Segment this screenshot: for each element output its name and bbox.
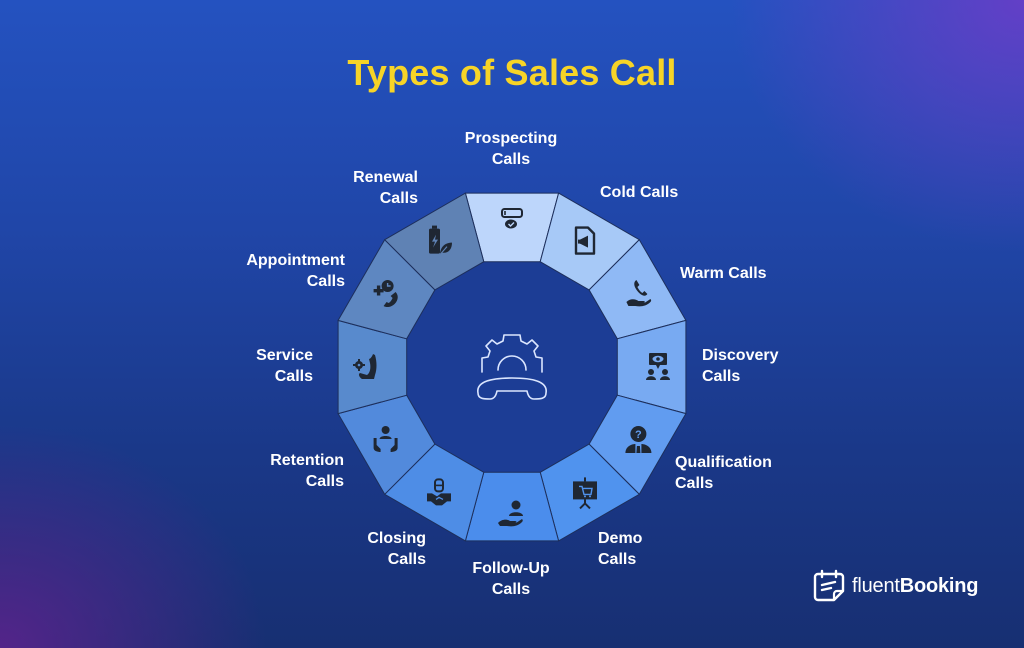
label-line-1: Demo xyxy=(598,530,643,547)
handshake-building-icon xyxy=(427,478,451,506)
logo-text-booking: Booking xyxy=(899,574,979,597)
label-line-2: Calls xyxy=(675,475,714,492)
phone-gear-icon xyxy=(477,334,547,400)
person-question-icon: ? xyxy=(625,426,652,453)
label-line-2: Calls xyxy=(274,368,313,385)
hands-person-icon xyxy=(373,426,398,452)
label-line-1: Follow-Up xyxy=(472,560,550,577)
label-line-1: Qualification xyxy=(675,454,772,471)
page-title: Types of Sales Call xyxy=(347,52,677,93)
label-line-2: Calls xyxy=(702,368,741,385)
fluentbooking-logo: fluentBooking xyxy=(812,568,979,604)
people-eye-bubble-icon xyxy=(646,353,670,380)
battery-leaf-icon xyxy=(429,225,452,255)
id-card-check-icon xyxy=(501,208,523,229)
label-line-2: Calls xyxy=(306,273,345,290)
label-cold: Cold Calls xyxy=(600,182,678,203)
label-line-2: Calls xyxy=(379,190,418,207)
label-line-2: Calls xyxy=(305,473,344,490)
calendar-note-icon xyxy=(813,569,845,602)
label-line-1: Warm Calls xyxy=(680,265,767,282)
label-line-1: Renewal xyxy=(353,169,418,186)
svg-text:?: ? xyxy=(635,429,642,441)
label-line-1: Service xyxy=(256,347,313,364)
label-line-1: Discovery xyxy=(702,347,779,364)
label-line-1: Appointment xyxy=(246,252,345,269)
label-line-2: Calls xyxy=(387,551,426,568)
label-line-1: Prospecting xyxy=(464,130,558,147)
presentation-cart-icon xyxy=(573,477,597,510)
label-line-1: Closing xyxy=(367,530,426,547)
ring-center xyxy=(406,261,618,473)
label-line-1: Retention xyxy=(270,452,344,469)
hand-phone-icon xyxy=(626,280,652,307)
document-megaphone-icon xyxy=(574,226,596,255)
phone-clock-plus-icon xyxy=(373,280,398,308)
label-line-1: Cold Calls xyxy=(600,184,679,201)
label-line-2: Calls xyxy=(491,151,531,168)
hand-gear-icon xyxy=(353,354,377,379)
label-warm: Warm Calls xyxy=(680,263,767,284)
hand-person-icon xyxy=(498,500,523,527)
label-line-2: Calls xyxy=(598,551,637,568)
label-line-2: Calls xyxy=(491,581,531,598)
logo-text-fluent: fluent xyxy=(852,574,900,597)
